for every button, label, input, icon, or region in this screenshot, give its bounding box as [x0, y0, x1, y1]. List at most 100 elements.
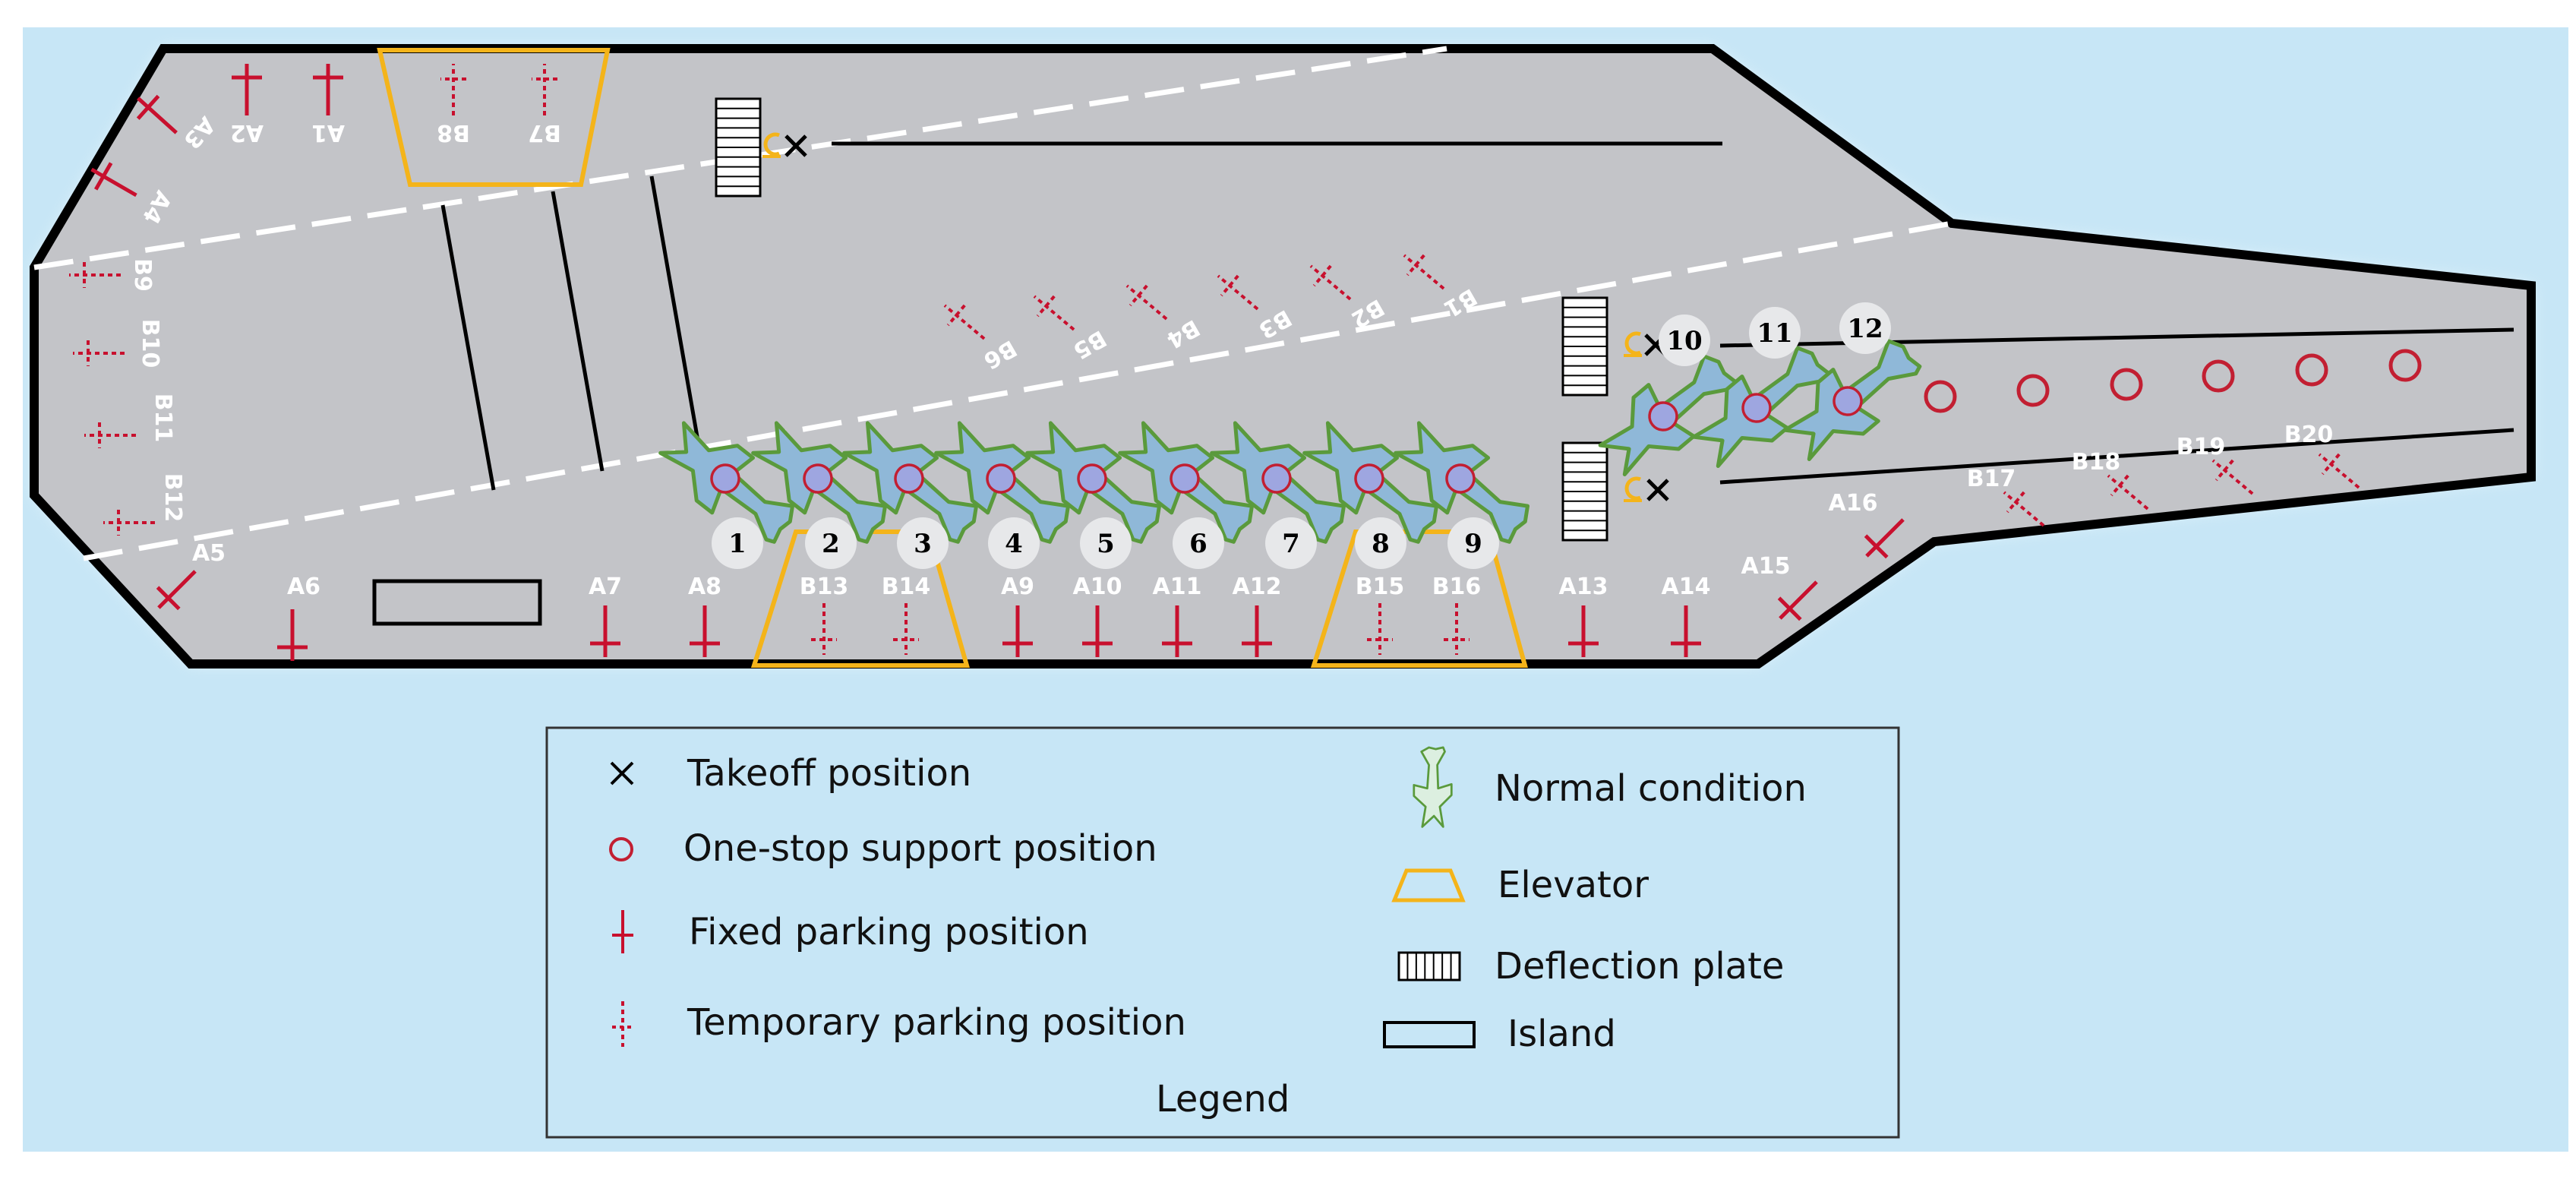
fixed-parking-label: A5 — [192, 540, 226, 567]
temporary-parking-label: B15 — [1356, 574, 1405, 600]
fixed-parking-A15: A15 — [1741, 553, 1818, 621]
takeoff-position-3 — [1646, 479, 1669, 501]
temporary-parking-B17: B17 — [1967, 466, 2045, 527]
takeoff-position-1 — [784, 134, 807, 157]
angled-deck-line-lower — [83, 220, 1953, 561]
aircraft-number-9: 9 — [1447, 517, 1499, 569]
elevator-2 — [750, 529, 970, 668]
fixed-parking-label: A15 — [1741, 553, 1791, 580]
aircraft-number-12: 12 — [1839, 302, 1891, 354]
island — [372, 579, 542, 626]
aircraft-number-2: 2 — [805, 517, 857, 569]
fixed-parking-A12: A12 — [1233, 574, 1281, 657]
temporary-parking-label: B18 — [2072, 449, 2121, 476]
support-position — [2202, 359, 2235, 393]
legend-label-fixed: Fixed parking position — [689, 911, 1089, 953]
elevator-3 — [1310, 529, 1528, 668]
legend-label-deflection: Deflection plate — [1495, 945, 1784, 988]
aircraft-number-4: 4 — [988, 517, 1040, 569]
svg-text:3: 3 — [914, 529, 932, 559]
temporary-parking-B13: B13 — [800, 574, 849, 655]
elevator-1 — [377, 48, 611, 187]
temporary-parking-B19: B19 — [2177, 434, 2254, 495]
aircraft-10 — [1598, 354, 1738, 476]
fixed-parking-A5: A5 — [156, 540, 226, 611]
fixed-parking-A14: A14 — [1662, 574, 1711, 657]
legend-title: Legend — [1156, 1078, 1290, 1121]
temporary-parking-label: B9 — [129, 258, 156, 292]
temporary-parking-label: B13 — [800, 574, 849, 600]
temporary-parking-B12: B12 — [103, 473, 186, 536]
temporary-parking-label: B19 — [2177, 434, 2226, 460]
temporary-parking-B11: B11 — [84, 394, 176, 448]
aircraft-9 — [1394, 421, 1530, 544]
temporary-parking-B14: B14 — [882, 574, 931, 655]
fixed-parking-label: A7 — [589, 574, 622, 600]
fixed-parking-icon — [612, 910, 633, 953]
legend-label-normal: Normal condition — [1495, 767, 1807, 810]
fixed-parking-label: A16 — [1829, 490, 1878, 517]
arresting-wires — [440, 175, 701, 491]
deflection-plates — [715, 97, 1669, 542]
svg-text:5: 5 — [1097, 529, 1115, 559]
fixed-parking-label: A11 — [1153, 574, 1202, 600]
fixed-parking-A10: A10 — [1073, 574, 1122, 657]
svg-text:9: 9 — [1464, 529, 1482, 559]
temporary-parking-label: B12 — [159, 473, 186, 523]
svg-text:2: 2 — [822, 529, 840, 559]
svg-text:12: 12 — [1847, 314, 1883, 344]
catapult-hook-3 — [1624, 476, 1642, 502]
temporary-parking-B8: B8 — [437, 64, 470, 146]
elevators — [377, 48, 1528, 668]
support-position — [2016, 374, 2050, 407]
takeoff-x-icon — [610, 761, 634, 785]
svg-text:8: 8 — [1372, 529, 1390, 559]
temporary-parking-label: B20 — [2284, 422, 2334, 448]
aircraft-7 — [1210, 421, 1346, 544]
legend-icons — [609, 746, 1476, 1048]
aircraft-2 — [751, 421, 888, 544]
legend-label-support: One-stop support position — [683, 827, 1157, 870]
legend-label-elevator: Elevator — [1498, 864, 1649, 906]
aircraft-number-7: 7 — [1265, 517, 1317, 569]
angled-deck-line-upper — [33, 46, 1447, 270]
fixed-parking-label: A13 — [1559, 574, 1608, 600]
aircraft-3 — [842, 421, 979, 544]
fixed-parking-A9: A9 — [1001, 574, 1034, 657]
fixed-parking-A7: A7 — [589, 574, 622, 657]
aircraft-number-3: 3 — [897, 517, 949, 569]
aircraft-4 — [934, 421, 1071, 544]
aircraft-number-11: 11 — [1749, 307, 1801, 359]
temporary-parking-B9: B9 — [69, 258, 156, 292]
temporary-parking-label: B16 — [1432, 574, 1482, 600]
aircraft-icon — [1413, 746, 1453, 828]
legend-label-island: Island — [1507, 1013, 1616, 1055]
temporary-parking-B15: B15 — [1356, 574, 1405, 655]
temporary-parking-label: B10 — [137, 319, 163, 368]
aircraft-number-8: 8 — [1355, 517, 1406, 569]
aircraft-12 — [1782, 339, 1922, 461]
support-position — [2110, 368, 2143, 401]
svg-text:7: 7 — [1282, 529, 1300, 559]
fixed-parking-label: A6 — [287, 574, 320, 600]
svg-text:10: 10 — [1666, 326, 1702, 356]
fixed-parking-A8: A8 — [688, 574, 721, 657]
temporary-parking-B20: B20 — [2284, 422, 2360, 489]
fixed-parking-label: A14 — [1662, 574, 1711, 600]
elevator-icon — [1391, 868, 1466, 902]
catapult-hook-1 — [762, 132, 781, 158]
island-icon — [1383, 1021, 1476, 1048]
legend-label-temporary: Temporary parking position — [687, 1001, 1186, 1044]
fixed-parking-label: A10 — [1073, 574, 1122, 600]
fixed-parking-A6: A6 — [277, 574, 320, 661]
fixed-parking-label: A9 — [1001, 574, 1034, 600]
svg-text:11: 11 — [1757, 318, 1792, 349]
support-position — [1924, 380, 1957, 413]
fixed-parking-label: A8 — [688, 574, 721, 600]
temporary-parking-B18: B18 — [2072, 449, 2149, 510]
temporary-parking-B16: B16 — [1432, 574, 1482, 655]
deflection-plate-icon — [1397, 951, 1461, 981]
temporary-parking-label: B14 — [882, 574, 931, 600]
temporary-parking-label: B8 — [437, 119, 470, 146]
